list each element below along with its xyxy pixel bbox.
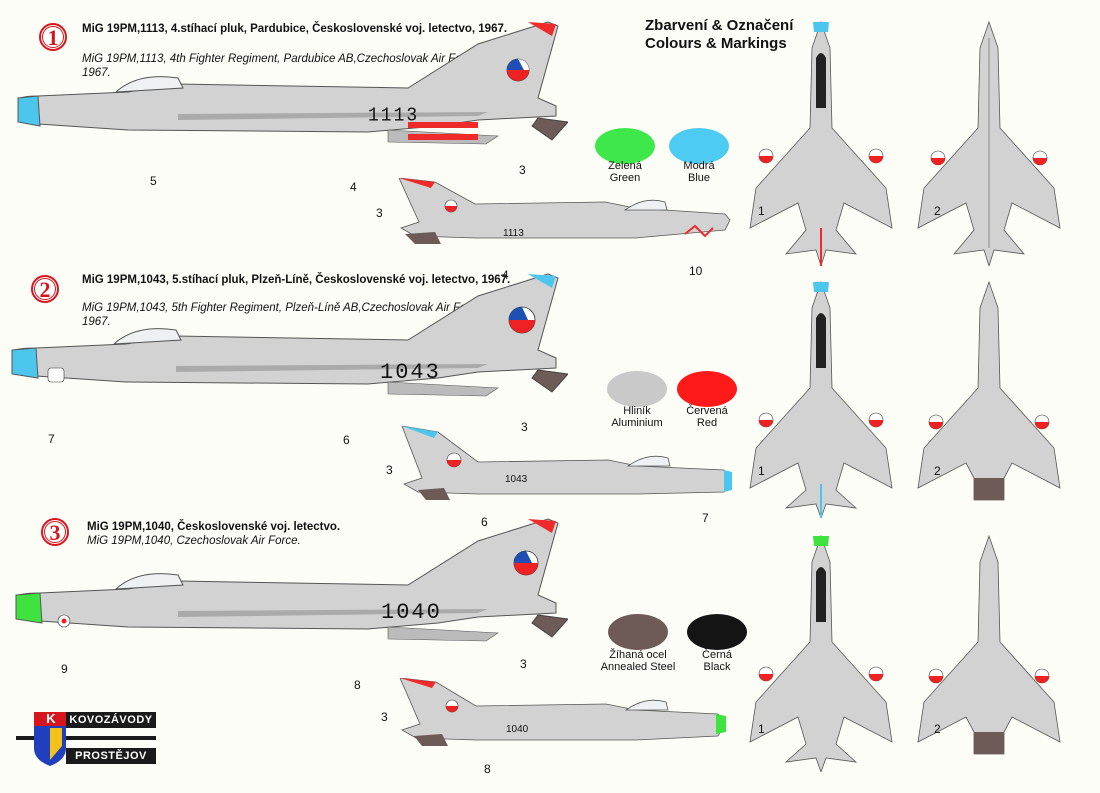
variant-3-small-serial: 1040 bbox=[506, 724, 529, 735]
logo-shield-icon bbox=[34, 712, 66, 766]
variant-1-small-profile bbox=[398, 178, 731, 244]
variant-2-callout-3: 3 bbox=[521, 420, 528, 434]
variant-2-top-view bbox=[749, 280, 893, 518]
variant-2-bottom-callout: 2 bbox=[934, 464, 941, 478]
variant-3-serial: 1040 bbox=[381, 600, 442, 625]
variant-3-small-callout-8: 8 bbox=[484, 762, 491, 776]
variant-1-callout-3: 3 bbox=[519, 163, 526, 177]
variant-2-title-en: MiG 19PM,1043, 5th Fighter Regiment, Plz… bbox=[82, 302, 486, 328]
swatch-steel-en: Annealed Steel bbox=[600, 661, 676, 673]
variant-2-serial: 1043 bbox=[380, 360, 441, 385]
swatch-aluminium-cz: Hliník bbox=[623, 405, 651, 417]
variant-1-bottom-callout: 2 bbox=[934, 204, 941, 218]
swatch-aluminium-en: Aluminium bbox=[611, 417, 663, 429]
variant-1-side-profile bbox=[17, 21, 568, 145]
swatch-steel-cz: Žíhaná ocel bbox=[609, 649, 667, 661]
swatch-red bbox=[677, 371, 737, 407]
variant-2-small-serial: 1043 bbox=[505, 474, 528, 485]
variant-2-side-profile bbox=[11, 273, 568, 397]
variant-2-small-callout-3: 3 bbox=[386, 463, 393, 477]
variant-1-top-callout: 1 bbox=[758, 204, 765, 218]
variant-1-callout-5: 5 bbox=[150, 174, 157, 188]
variant-3-top-view bbox=[749, 534, 893, 772]
variant-3-callout-3: 3 bbox=[520, 657, 527, 671]
swatch-red-cz: Červená bbox=[686, 405, 728, 417]
variant-1-bottom-view bbox=[917, 20, 1061, 266]
variant-1-title-cz: MiG 19PM,1113, 4.stíhací pluk, Pardubice… bbox=[82, 23, 508, 35]
swatch-blue-en: Blue bbox=[687, 172, 711, 184]
swatch-green-cz: Zelená bbox=[608, 160, 642, 172]
swatch-black-cz: Černá bbox=[702, 649, 732, 661]
swatch-black-en: Black bbox=[703, 661, 731, 673]
variant-3-side-profile bbox=[15, 518, 568, 642]
variant-1-small-callout-10: 10 bbox=[689, 264, 703, 278]
variant-2-small-callout-6: 6 bbox=[481, 515, 488, 529]
swatch-red-en: Red bbox=[696, 417, 718, 429]
variant-1-small-serial: 1113 bbox=[503, 228, 524, 239]
variant-3-small-profile bbox=[399, 678, 727, 746]
variant-3-title-en: MiG 19PM,1040, Czechoslovak Air Force. bbox=[87, 535, 301, 547]
variant-3-top-callout: 1 bbox=[758, 722, 765, 736]
swatch-aluminium bbox=[607, 371, 667, 407]
swatch-annealed-steel bbox=[608, 614, 668, 650]
variant-1-small-callout-3: 3 bbox=[376, 206, 383, 220]
variant-1-top-view bbox=[749, 20, 893, 266]
variant-2-small-callout-7: 7 bbox=[702, 511, 709, 525]
variant-2-bottom-view bbox=[917, 280, 1061, 501]
swatch-green-en: Green bbox=[609, 172, 641, 184]
swatch-black bbox=[687, 614, 747, 650]
legend-title-en: Colours & Markings bbox=[645, 35, 787, 52]
swatch-green bbox=[595, 128, 655, 164]
variant-1-badge: 1 bbox=[38, 22, 68, 52]
variant-2-callout-7: 7 bbox=[48, 432, 55, 446]
variant-2-badge: 2 bbox=[30, 274, 60, 304]
logo-top-text: KOVOZÁVODY bbox=[66, 712, 156, 728]
kovozavody-logo: KOVOZÁVODY PROSTĚJOV K bbox=[16, 711, 156, 766]
legend-title-cz: Zbarvení & Označení bbox=[645, 17, 794, 34]
variant-1-serial: 1113 bbox=[368, 105, 420, 127]
variant-3-callout-8: 8 bbox=[354, 678, 361, 692]
variant-3-small-callout-3: 3 bbox=[381, 710, 388, 724]
variant-3-badge: 3 bbox=[40, 517, 70, 547]
variant-1-callout-4: 4 bbox=[350, 180, 357, 194]
logo-letter: K bbox=[46, 711, 56, 726]
variant-1-small-callout-4: 4 bbox=[502, 268, 509, 282]
variant-3-callout-9: 9 bbox=[61, 662, 68, 676]
variant-2-small-profile bbox=[401, 426, 732, 500]
swatch-blue bbox=[669, 128, 729, 164]
variant-1-title-en: MiG 19PM,1113, 4th Fighter Regiment, Par… bbox=[82, 53, 481, 79]
logo-bottom-text: PROSTĚJOV bbox=[66, 748, 156, 764]
variant-3-bottom-view bbox=[917, 534, 1061, 755]
variant-2-callout-6: 6 bbox=[343, 433, 350, 447]
swatch-blue-cz: Modrá bbox=[683, 160, 715, 172]
variant-2-top-callout: 1 bbox=[758, 464, 765, 478]
variant-2-title-cz: MiG 19PM,1043, 5.stíhací pluk, Plzeň-Lín… bbox=[82, 274, 511, 286]
variant-3-bottom-callout: 2 bbox=[934, 722, 941, 736]
variant-3-title-cz: MiG 19PM,1040, Československé voj. letec… bbox=[87, 521, 341, 533]
